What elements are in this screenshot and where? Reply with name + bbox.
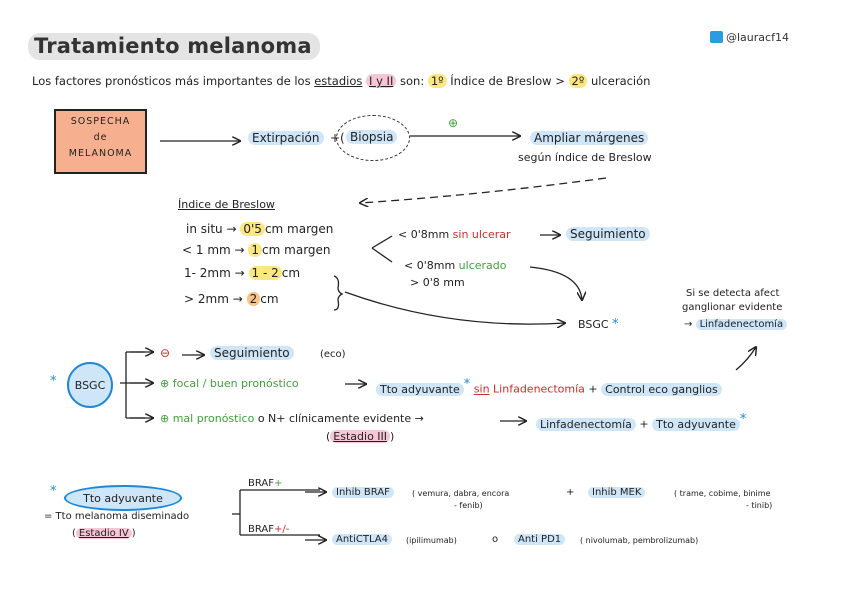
- ampliar-sub: según índice de Breslow: [518, 151, 652, 164]
- branch-sin-ulcerar: < 0'8mm sin ulcerar: [398, 228, 511, 241]
- node-note-line3: → Linfadenectomía: [684, 319, 788, 330]
- inhib-mek: Inhib MEK: [588, 487, 646, 498]
- bsgc-star: *: [50, 374, 57, 389]
- negative-symbol: ⊖: [160, 346, 171, 360]
- brace-branch-down: [371, 247, 393, 263]
- tree-adjuvant: [232, 489, 320, 536]
- node-note-line2: ganglionar evidente: [682, 302, 783, 313]
- seguimiento-label: Seguimiento: [566, 227, 650, 241]
- bsgc-circle: BSGC: [67, 362, 113, 408]
- page-title: Tratamiento melanoma: [28, 33, 320, 60]
- node-note-line1: Si se detecta afect: [686, 288, 780, 299]
- twitter-icon: [710, 31, 723, 43]
- mek-drugs: ( trame, cobime, binime: [674, 489, 771, 498]
- branch-ulcerado: < 0'8mm ulcerado: [404, 259, 507, 272]
- adjuvant-definition: = Tto melanoma diseminado: [44, 511, 190, 522]
- ampliar-margenes: Ampliar márgenes: [530, 131, 649, 145]
- brace-branch-up: [371, 235, 393, 249]
- mal-treatment: Linfadenectomía + Tto adyuvante*: [536, 412, 746, 431]
- brace-2mm: [333, 275, 344, 311]
- biopsia-dashed-circle: [336, 115, 410, 161]
- anti-ctla4: AntiCTLA4: [332, 534, 392, 545]
- author-handle: @lauracf14: [710, 31, 789, 44]
- branch-gt-08: > 0'8 mm: [410, 276, 465, 289]
- plus-sign: +: [566, 487, 575, 498]
- sospecha-melanoma-box: SOSPECHA de MELANOMA: [54, 109, 147, 174]
- braf-drugs: ( vemura, dabra, encora: [412, 489, 510, 498]
- biopsia-label: Biopsia: [346, 130, 398, 144]
- braf-neg: BRAF+/-: [248, 524, 290, 535]
- eco-note: (eco): [320, 349, 346, 360]
- tree-bsgc: [120, 351, 145, 419]
- breslow-header: Índice de Breslow: [178, 198, 275, 211]
- inhib-braf: Inhib BRAF: [332, 487, 394, 498]
- focal-tto-row: Tto adyuvante* sin Linfadenectomía + Con…: [376, 377, 722, 396]
- bsgc-target: BSGC *: [578, 317, 619, 332]
- intro-text: Los factores pronósticos más importantes…: [32, 74, 651, 88]
- extirpacion-label: Extirpación: [248, 131, 324, 145]
- pd1-drugs: ( nivolumab, pembrolizumab): [580, 536, 699, 545]
- arrow-control-linfa: [735, 347, 756, 371]
- positive-symbol: ⊕: [448, 116, 459, 130]
- seguimiento-eco: Seguimiento: [210, 346, 294, 360]
- arrow-dashed-breslow: [360, 177, 607, 203]
- focal-text: ⊕ focal / buen pronóstico: [160, 377, 299, 390]
- tto-adyuvante-oval: Tto adyuvante: [64, 485, 182, 511]
- mek-drugs-suffix: - tinib): [746, 501, 773, 510]
- braf-positive: BRAF+: [248, 478, 283, 489]
- arrow-ulcerado-bsgc: [529, 266, 582, 300]
- estadio-4: (Estadio IV): [72, 528, 136, 539]
- ctla4-drugs: (ipilimumab): [406, 536, 457, 545]
- arrow-brace-bsgc: [344, 291, 565, 324]
- adjuvant-star: *: [50, 484, 57, 499]
- mal-pronostico-row: ⊕ mal pronóstico o N+ clínicamente evide…: [160, 412, 424, 425]
- estadio-3: (Estadio III): [326, 430, 395, 443]
- braf-drugs-suffix: - fenib): [454, 501, 483, 510]
- or-text: o: [492, 534, 499, 545]
- anti-pd1: Anti PD1: [514, 534, 566, 545]
